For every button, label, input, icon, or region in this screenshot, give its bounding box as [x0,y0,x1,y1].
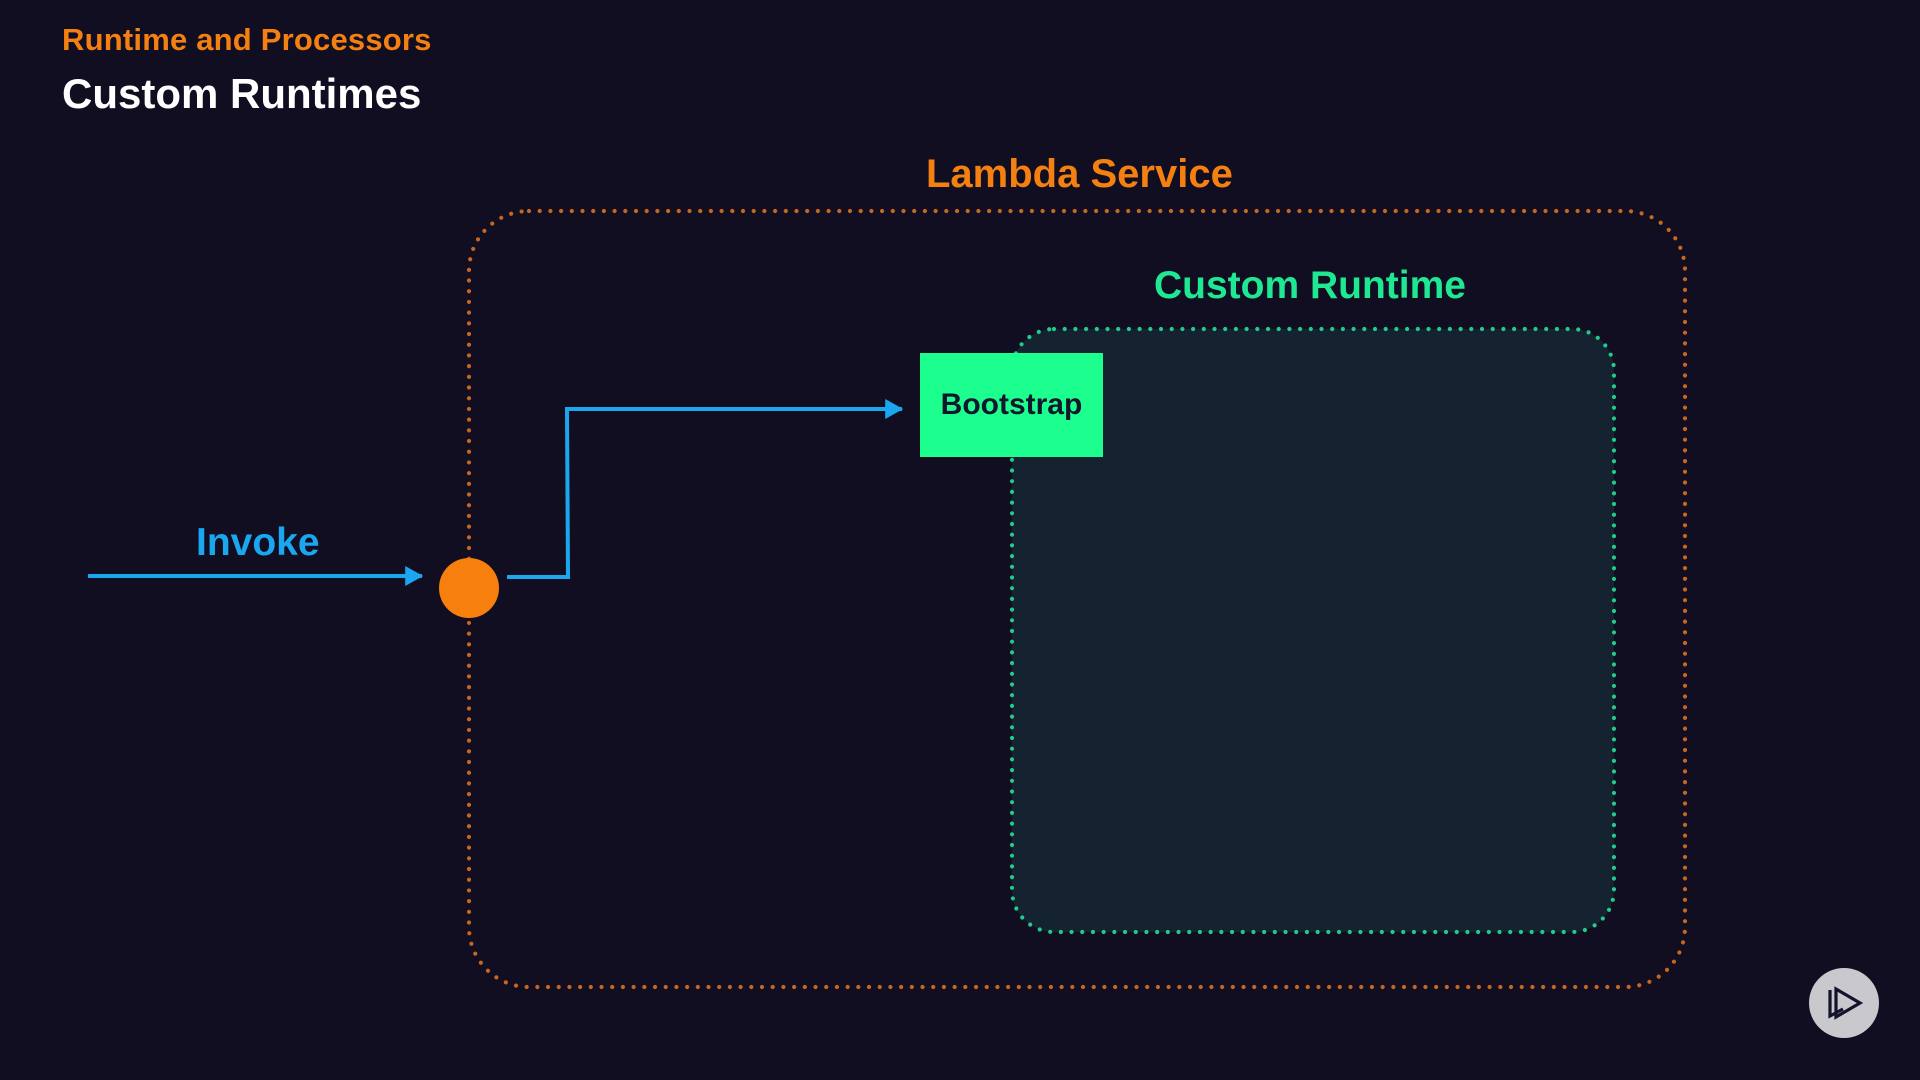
lambda-service-container [466,208,1688,990]
bootstrap-node: Bootstrap [920,353,1103,457]
bootstrap-connector-arrow [507,399,904,579]
bootstrap-label: Bootstrap [940,388,1083,421]
lambda-service-label: Lambda Service [926,152,1233,196]
play-logo-icon [1828,986,1864,1020]
custom-runtime-label: Custom Runtime [1154,264,1466,307]
section-subtitle: Runtime and Processors [62,22,432,57]
player-logo-button[interactable] [1809,968,1879,1038]
custom-runtime-container [1009,326,1617,935]
entry-point-node [439,558,499,618]
invoke-label: Invoke [196,521,320,564]
page-title: Custom Runtimes [62,70,422,117]
